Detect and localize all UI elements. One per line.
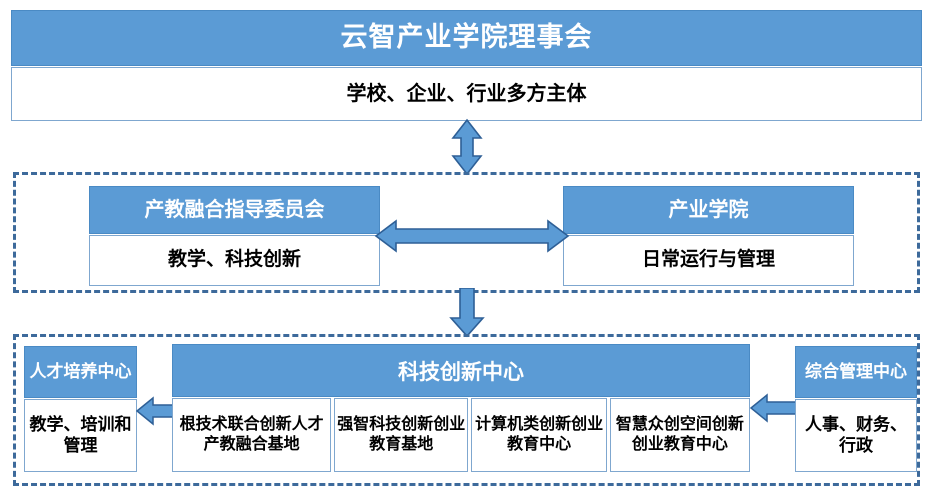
general-management-center-title: 综合管理中心 [795,346,917,398]
board-subtitle: 学校、企业、行业多方主体 [11,67,922,121]
general-management-center-desc: 人事、财务、行政 [795,399,917,472]
tech-innovation-center-title: 科技创新中心 [172,344,750,397]
center-child-item: 智慧众创空间创新创业教育中心 [609,398,750,472]
general-management-center-node: 综合管理中心 人事、财务、行政 [795,346,917,472]
talent-training-center-desc: 教学、培训和管理 [24,399,137,472]
tech-innovation-center-cluster: 科技创新中心 根技术联合创新人才产教融合基地 强智科技创新创业教育基地 计算机类… [172,344,750,472]
board-node: 云智产业学院理事会 学校、企业、行业多方主体 [11,10,922,121]
tech-innovation-center-children: 根技术联合创新人才产教融合基地 强智科技创新创业教育基地 计算机类创新创业教育中… [172,398,750,472]
down-arrow-icon [444,287,490,338]
center-child-item: 根技术联合创新人才产教融合基地 [172,398,332,472]
talent-training-center-node: 人才培养中心 教学、培训和管理 [24,346,137,472]
industry-education-committee-desc: 教学、科技创新 [89,235,380,286]
double-horizontal-arrow-icon [374,216,570,256]
talent-training-center-title: 人才培养中心 [24,346,137,398]
operations-group [13,334,920,486]
center-child-item: 强智科技创新创业教育基地 [334,398,469,472]
left-arrow-icon [749,393,798,423]
industry-college-node: 产业学院 日常运行与管理 [563,186,854,286]
double-vertical-arrow-icon [444,118,490,176]
industry-college-title: 产业学院 [563,186,854,234]
industry-education-committee-title: 产教融合指导委员会 [89,186,380,234]
industry-college-desc: 日常运行与管理 [563,235,854,286]
center-child-item: 计算机类创新创业教育中心 [471,398,607,472]
board-title: 云智产业学院理事会 [11,10,922,66]
industry-education-committee-node: 产教融合指导委员会 教学、科技创新 [89,186,380,286]
